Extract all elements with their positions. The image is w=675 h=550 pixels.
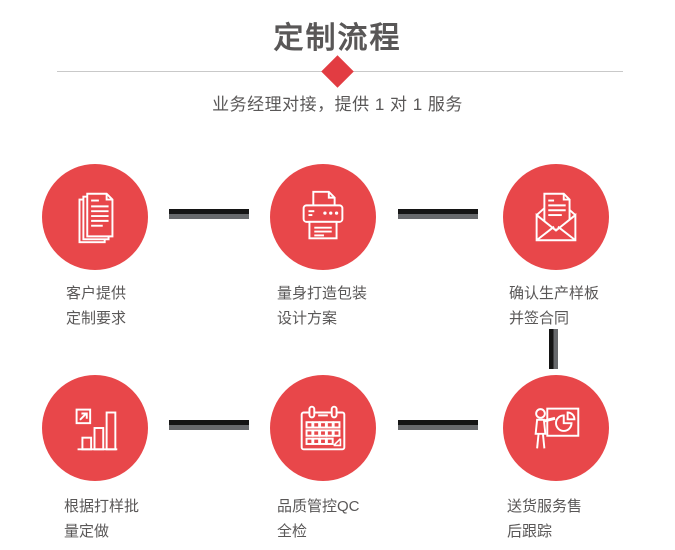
step-label-4: 根据打样批 量定做 xyxy=(64,494,139,544)
step-label-line: 量定做 xyxy=(64,523,110,540)
step-label-line: 定制要求 xyxy=(66,310,127,327)
step-label-line: 后跟踪 xyxy=(507,523,553,540)
envelope-icon xyxy=(535,192,577,242)
step-label-3: 确认生产样板 并签合同 xyxy=(509,281,599,331)
step-label-line: 确认生产样板 xyxy=(509,285,600,302)
bar-chart-icon xyxy=(75,408,118,451)
step-circle-3 xyxy=(503,164,609,270)
page-title: 定制流程 xyxy=(273,22,402,55)
step-circle-2 xyxy=(270,164,376,270)
step-circle-6 xyxy=(503,375,609,481)
step-label-line: 客户提供 xyxy=(66,285,127,302)
step-label-line: 并签合同 xyxy=(509,310,570,327)
connector-step3-step6 xyxy=(549,329,558,369)
step-label-5: 品质管控QC 全检 xyxy=(277,494,360,544)
connector-step5-step6 xyxy=(398,420,478,430)
connector-step4-step5 xyxy=(169,420,249,430)
documents-icon xyxy=(78,192,114,244)
diamond-icon xyxy=(321,55,354,88)
step-label-line: 品质管控QC xyxy=(277,498,360,515)
presenter-icon xyxy=(534,407,580,449)
step-circle-4 xyxy=(42,375,148,481)
subtitle: 业务经理对接，提供 1 对 1 服务 xyxy=(212,95,463,114)
printer-icon xyxy=(302,190,344,240)
calendar-icon xyxy=(300,405,346,451)
step-label-line: 量身打造包装 xyxy=(277,285,368,302)
step-label-6: 送货服务售 后跟踪 xyxy=(507,494,582,544)
step-circle-1 xyxy=(42,164,148,270)
step-circle-5 xyxy=(270,375,376,481)
step-label-line: 设计方案 xyxy=(277,310,338,327)
step-label-line: 送货服务售 xyxy=(507,498,583,515)
step-label-2: 量身打造包装 设计方案 xyxy=(277,281,367,331)
connector-step1-step2 xyxy=(169,209,249,219)
step-label-line: 全检 xyxy=(277,523,308,540)
connector-step2-step3 xyxy=(398,209,478,219)
step-label-1: 客户提供 定制要求 xyxy=(66,281,126,331)
step-label-line: 根据打样批 xyxy=(64,498,140,515)
